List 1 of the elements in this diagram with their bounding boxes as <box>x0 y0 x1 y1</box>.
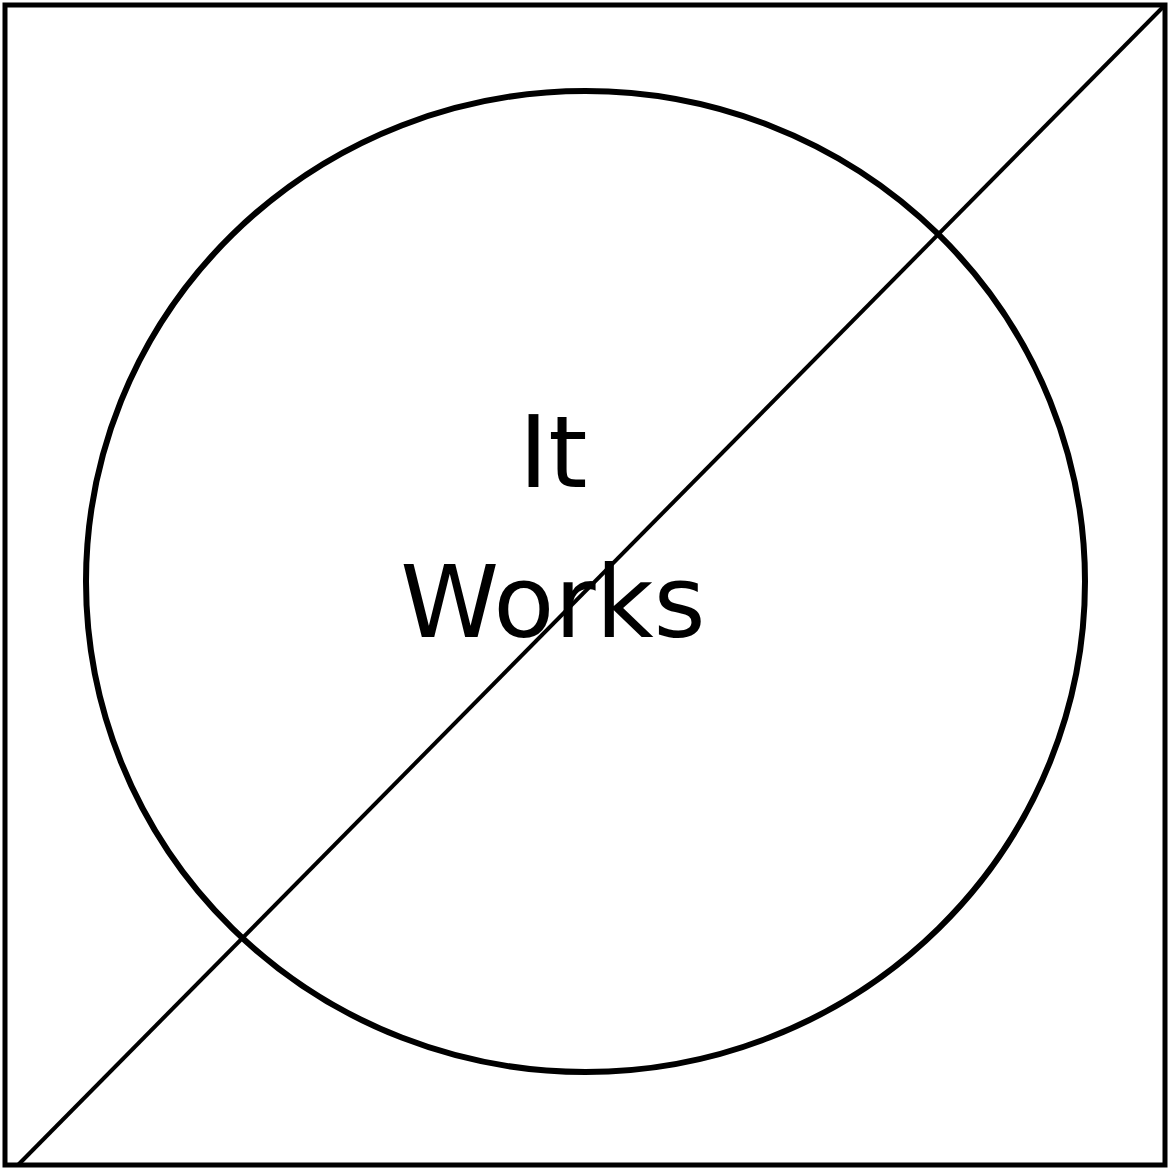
circle-shape <box>83 88 1088 1075</box>
